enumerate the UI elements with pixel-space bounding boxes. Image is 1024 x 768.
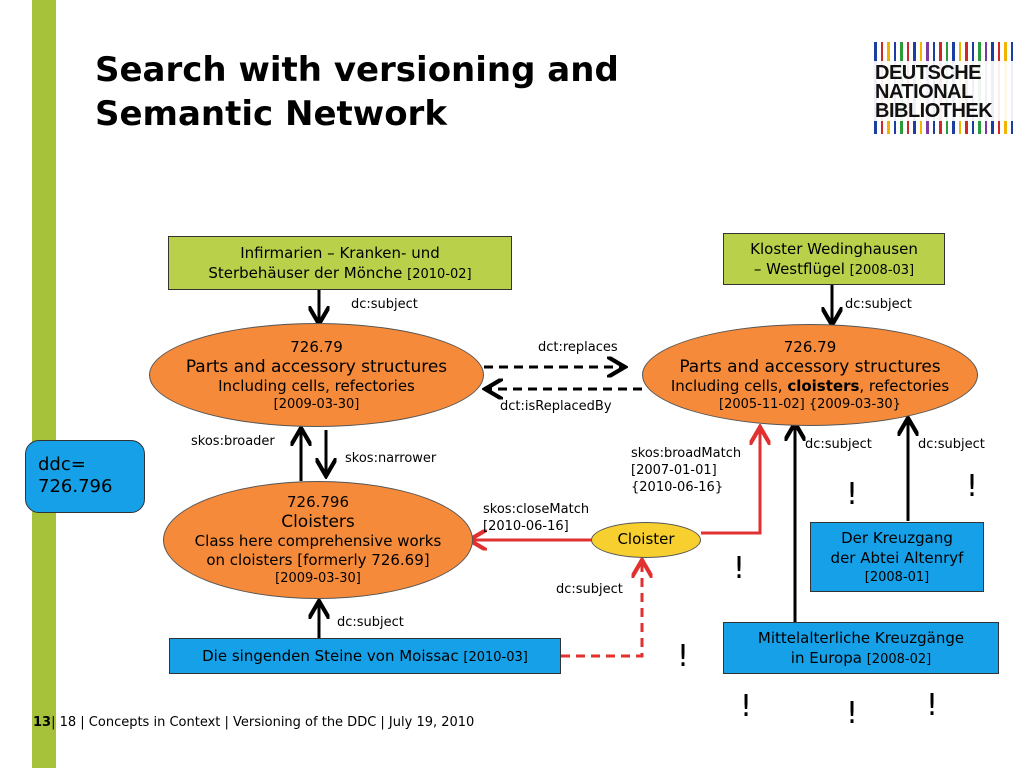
exclamation-mark-4: ! bbox=[677, 639, 690, 674]
title-line-1: Search with versioning and bbox=[95, 50, 619, 90]
footer-text: | 18 | Concepts in Context | Versioning … bbox=[51, 715, 475, 730]
concept-oval-cloisters: 726.796 Cloisters Class here comprehensi… bbox=[163, 481, 473, 599]
right-subcaption: Including cells, cloisters, refectories bbox=[670, 376, 950, 395]
left-caption: Parts and accessory structures bbox=[185, 356, 448, 377]
dnb-logo: DEUTSCHE NATIONAL BIBLIOTHEK bbox=[872, 42, 1017, 134]
label-dc-subject-kreuzgang: dc:subject bbox=[918, 437, 985, 452]
page-title: Search with versioning and Semantic Netw… bbox=[95, 48, 619, 136]
right-notation: 726.79 bbox=[783, 337, 837, 356]
cloister-term-oval: Cloister bbox=[591, 522, 701, 558]
exclamation-mark-6: ! bbox=[846, 696, 859, 731]
label-dc-subject-mittelalterliche: dc:subject bbox=[805, 437, 872, 452]
steine-date: [2010-03] bbox=[463, 650, 528, 665]
label-dc-subject-infirmarien: dc:subject bbox=[351, 297, 418, 312]
infirmarien-line-2: Sterbehäuser der Mönche [2010-02] bbox=[208, 264, 472, 282]
label-is-replaced-by: dct:isReplacedBy bbox=[500, 399, 612, 414]
ddc-query-box: ddc= 726.796 bbox=[25, 440, 145, 513]
ddc-line-2: 726.796 bbox=[38, 476, 113, 497]
label-dc-subject-cloister: dc:subject bbox=[556, 582, 623, 597]
logo-word-1: DEUTSCHE bbox=[875, 62, 982, 84]
kloster-line-2: – Westflügel [2008-03] bbox=[753, 260, 915, 278]
label-broader: skos:broader bbox=[191, 434, 275, 449]
right-date: [2005-11-02] {2009-03-30} bbox=[719, 396, 901, 412]
kreuzgang-date: [2008-01] bbox=[864, 570, 930, 585]
cloisters-sub-2: on cloisters [formerly 726.69] bbox=[206, 551, 430, 569]
mittelalterliche-date: [2008-02] bbox=[866, 652, 932, 667]
title-line-2: Semantic Network bbox=[95, 94, 447, 134]
concept-oval-left: 726.79 Parts and accessory structures In… bbox=[149, 323, 484, 427]
footer: 13| 18 | Concepts in Context | Versionin… bbox=[33, 714, 474, 732]
steine-box: Die singenden Steine von Moissac [2010-0… bbox=[169, 638, 561, 674]
logo-word-2: NATIONAL bbox=[875, 81, 973, 103]
exclamation-mark-1: ! bbox=[846, 477, 859, 512]
kreuzgang-line-2: der Abtei Altenryf bbox=[830, 549, 964, 567]
arrow-steine-cloister bbox=[561, 563, 642, 658]
exclamation-mark-3: ! bbox=[733, 551, 746, 586]
logo-word-3: BIBLIOTHEK bbox=[875, 100, 993, 122]
label-replaces: dct:replaces bbox=[538, 340, 618, 355]
kloster-box: Kloster Wedinghausen – Westflügel [2008-… bbox=[723, 233, 945, 285]
mittelalterliche-box: Mittelalterliche Kreuzgänge in Europa [2… bbox=[723, 622, 999, 674]
steine-text: Die singenden Steine von Moissac bbox=[202, 647, 459, 665]
label-dc-subject-steine: dc:subject bbox=[337, 615, 404, 630]
exclamation-mark-2: ! bbox=[966, 469, 979, 504]
cloisters-caption: Cloisters bbox=[281, 512, 355, 532]
infirmarien-date: [2010-02] bbox=[407, 267, 472, 282]
footer-page-number: 13 bbox=[33, 715, 52, 730]
kreuzgang-box: Der Kreuzgang der Abtei Altenryf [2008-0… bbox=[810, 522, 984, 592]
left-date: [2009-03-30] bbox=[273, 396, 360, 412]
mittelalterliche-line-2: in Europa [2008-02] bbox=[790, 649, 932, 667]
infirmarien-line-1: Infirmarien – Kranken- und bbox=[240, 244, 440, 262]
concept-oval-right: 726.79 Parts and accessory structures In… bbox=[642, 324, 978, 426]
label-close-match: skos:closeMatch [2010-06-16] bbox=[483, 502, 590, 534]
label-narrower: skos:narrower bbox=[345, 451, 437, 466]
sidebar-accent-bar bbox=[32, 0, 56, 768]
left-subcaption: Including cells, refectories bbox=[218, 376, 415, 395]
exclamation-mark-5: ! bbox=[740, 689, 753, 724]
mittelalterliche-line-1: Mittelalterliche Kreuzgänge bbox=[757, 629, 965, 647]
exclamation-mark-7: ! bbox=[926, 688, 939, 723]
logo-stripes bbox=[872, 42, 1017, 134]
kloster-date: [2008-03] bbox=[849, 263, 915, 278]
infirmarien-box: Infirmarien – Kranken- und Sterbehäuser … bbox=[168, 236, 512, 290]
cloisters-date: [2009-03-30] bbox=[275, 571, 361, 586]
right-caption: Parts and accessory structures bbox=[679, 356, 941, 377]
ddc-line-1: ddc= bbox=[38, 454, 86, 475]
arrow-broad-match bbox=[701, 430, 760, 535]
label-broad-match: skos:broadMatch [2007-01-01] {2010-06-16… bbox=[631, 446, 742, 495]
kreuzgang-line-1: Der Kreuzgang bbox=[841, 529, 953, 547]
kloster-line-1: Kloster Wedinghausen bbox=[750, 240, 918, 258]
label-dc-subject-kloster: dc:subject bbox=[845, 297, 912, 312]
cloisters-notation: 726.796 bbox=[286, 493, 350, 511]
cloisters-sub-1: Class here comprehensive works bbox=[194, 532, 442, 550]
left-notation: 726.79 bbox=[290, 337, 343, 356]
